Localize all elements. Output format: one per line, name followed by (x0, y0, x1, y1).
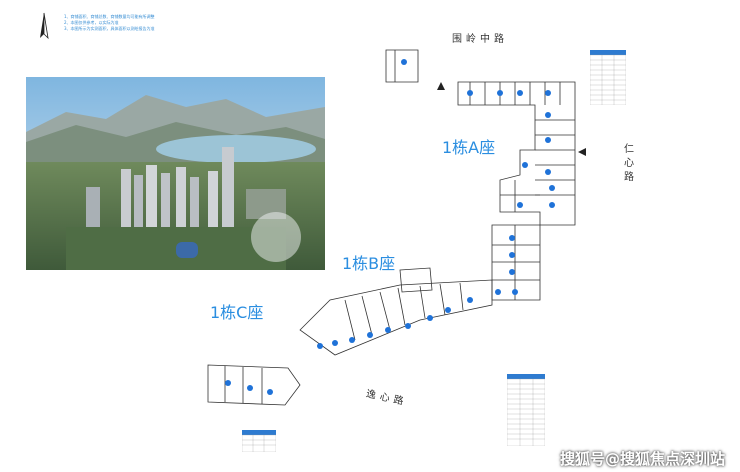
area-table-bottom (507, 374, 545, 446)
floor-plan (207, 49, 586, 406)
road-char: 仁 (624, 144, 634, 155)
road-char: 路 (624, 172, 634, 183)
north-arrow-icon (40, 12, 49, 40)
notes-block: 1、商铺面积、商铺总数、商铺数量均可能有所调整 2、本图仅供参考，以实际为准 3… (64, 14, 155, 32)
road-char: 心 (624, 158, 634, 169)
area-table-c (242, 430, 276, 452)
road-label-north: 围岭中路 (452, 34, 508, 45)
watermark: 搜狐号@搜狐焦点深圳站 (560, 450, 726, 468)
note-line: 1、商铺面积、商铺总数、商铺数量均可能有所调整 (64, 14, 155, 19)
note-line: 3、本图所示为实测面积，具体面积以测绘报告为准 (64, 26, 155, 31)
building-a-label: 1栋A座 (442, 138, 496, 157)
note-line: 2、本图仅供参考，以实际为准 (64, 20, 119, 25)
area-table-top (590, 50, 626, 105)
aerial-rendering-image (26, 77, 325, 270)
building-b-label: 1栋B座 (342, 254, 396, 273)
unit-markers (225, 59, 555, 395)
building-c-label: 1栋C座 (210, 303, 264, 322)
road-label-east: 仁 心 路 (623, 143, 635, 185)
